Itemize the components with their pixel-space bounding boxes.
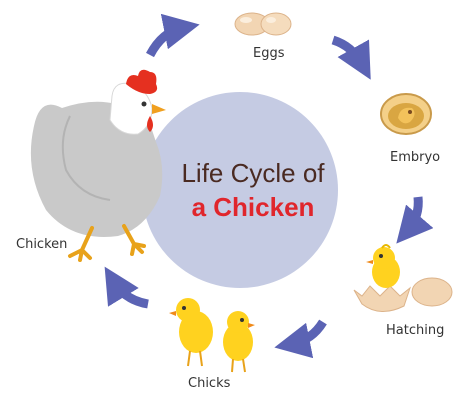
chicks-illustration xyxy=(169,298,255,372)
stage-label-hatching: Hatching xyxy=(386,323,444,338)
arrow-chicken-to-eggs xyxy=(150,28,182,55)
stage-label-eggs: Eggs xyxy=(253,46,285,61)
eggs-illustration xyxy=(235,13,291,35)
stage-label-chicks: Chicks xyxy=(188,376,230,391)
hen-illustration xyxy=(31,70,166,260)
hatching-illustration xyxy=(354,245,452,312)
embryo-illustration xyxy=(381,94,431,134)
diagram-title-line1: Life Cycle of xyxy=(158,158,348,189)
arrow-embryo-to-hatching xyxy=(408,197,418,230)
stage-label-embryo: Embryo xyxy=(390,150,440,165)
diagram-title-line2: a Chicken xyxy=(158,192,348,223)
center-circle xyxy=(142,92,338,288)
arrow-chicks-to-chicken xyxy=(114,282,148,304)
stage-label-chicken: Chicken xyxy=(16,237,67,252)
arrow-hatching-to-chicks xyxy=(292,322,323,344)
arrow-eggs-to-embryo xyxy=(333,40,362,64)
